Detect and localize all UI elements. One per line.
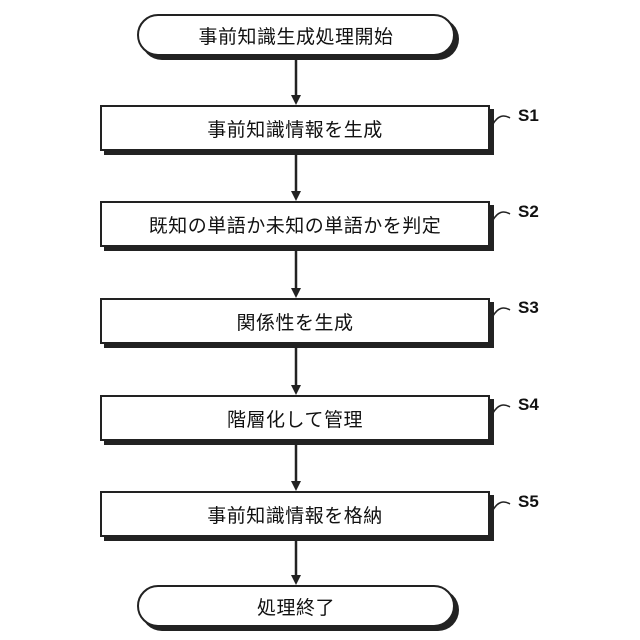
step-label-s3: 関係性を生成 <box>236 308 353 335</box>
step-label-s5: 事前知識情報を格納 <box>207 501 383 528</box>
leader-s5 <box>493 502 510 510</box>
leader-s1 <box>493 116 510 124</box>
step-label-s2: 既知の単語か未知の単語かを判定 <box>149 211 442 238</box>
step-id-s2: S2 <box>518 202 539 222</box>
leader-s3 <box>493 308 510 316</box>
step-id-s3: S3 <box>518 298 539 318</box>
step-label-s4: 階層化して管理 <box>227 405 363 432</box>
leader-s4 <box>493 405 510 413</box>
end-label: 処理終了 <box>257 593 335 620</box>
step-label-s1: 事前知識情報を生成 <box>207 115 383 142</box>
start-terminal: 事前知識生成処理開始 <box>137 14 455 56</box>
leader-s2 <box>493 212 510 220</box>
step-box-s5: 事前知識情報を格納 <box>100 491 490 537</box>
end-terminal: 処理終了 <box>137 585 455 627</box>
step-id-s5: S5 <box>518 492 539 512</box>
step-id-s1: S1 <box>518 106 539 126</box>
step-box-s4: 階層化して管理 <box>100 395 490 441</box>
step-box-s2: 既知の単語か未知の単語かを判定 <box>100 201 490 247</box>
step-id-s4: S4 <box>518 395 539 415</box>
step-box-s1: 事前知識情報を生成 <box>100 105 490 151</box>
step-box-s3: 関係性を生成 <box>100 298 490 344</box>
start-label: 事前知識生成処理開始 <box>198 22 393 49</box>
